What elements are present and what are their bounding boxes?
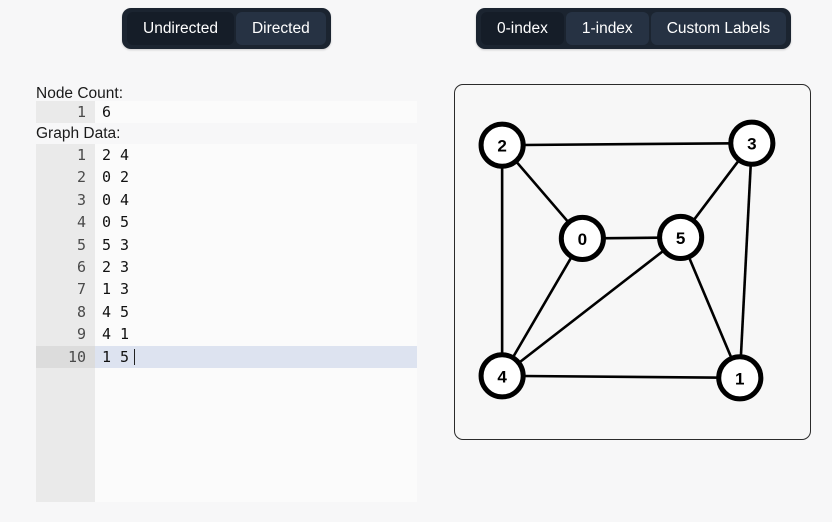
graph-node-label: 0 [578,230,587,249]
graph-node[interactable]: 1 [716,354,764,402]
graph-data-label: Graph Data: [36,125,121,142]
line-text: 2 4 [102,146,130,164]
line-text: 1 5 [102,347,130,366]
graph-nodes-layer: 0 1 2 3 4 5 [478,119,776,402]
editor-line[interactable]: 7 1 3 [36,278,417,301]
graph-node-label: 5 [676,229,685,248]
graph-node-label: 1 [735,369,744,388]
graph-edges-layer [500,141,754,380]
toggle-option-directed[interactable]: Directed [235,12,326,45]
graph-node[interactable]: 3 [728,119,776,167]
graph-node-label: 2 [497,137,506,156]
line-text: 0 2 [102,168,130,187]
line-number: 2 [36,166,95,189]
editor-line[interactable]: 4 0 5 [36,211,417,234]
graph-node-circle[interactable] [657,213,705,261]
line-text: 6 [102,103,112,121]
line-number: 8 [36,300,95,324]
line-text: 4 5 [102,302,130,321]
editor-line[interactable]: 9 4 1 [36,323,417,346]
node-count-label: Node Count: [36,85,124,102]
toggle-option-custom-labels[interactable]: Custom Labels [650,12,787,45]
line-number: 1 [36,144,95,167]
line-text: 1 3 [102,280,130,299]
node-count-editor[interactable]: 1 6 [36,101,417,124]
editor-line[interactable]: 6 2 3 [36,255,417,279]
editor-line[interactable]: 5 5 3 [36,233,417,256]
node-count-line[interactable]: 1 6 [36,101,417,124]
editor-line[interactable]: 1 2 4 [36,144,417,167]
graph-node-circle[interactable] [478,352,526,400]
line-number: 4 [36,211,95,234]
line-text: 0 4 [102,190,130,209]
graph-node-label: 3 [747,135,756,154]
line-number: 6 [36,255,95,279]
graph-visualization-panel[interactable]: 0 1 2 3 4 5 [454,84,811,440]
line-number: 1 [36,101,95,124]
graph-node[interactable]: 0 [558,214,606,262]
graph-edge [501,237,584,377]
graph-edge [501,236,682,377]
line-text: 4 1 [102,325,130,344]
editor-line-active[interactable]: 10 1 5 [36,345,417,368]
graph-edge [679,236,742,379]
line-number: 7 [36,278,95,301]
editor-line[interactable]: 3 0 4 [36,188,417,212]
toggle-option-undirected[interactable]: Undirected [127,12,234,45]
line-text: 2 3 [102,257,130,276]
line-number: 3 [36,188,95,212]
graph-edge [502,374,740,380]
graph-direction-toggle: Undirected Directed [122,8,331,49]
graph-data-editor[interactable]: 1 2 4 2 0 2 3 0 4 4 0 5 5 5 3 6 2 3 7 1 … [36,144,417,502]
graph-node[interactable]: 4 [478,352,526,400]
line-number: 5 [36,233,95,256]
line-number: 9 [36,323,95,346]
toggle-option-0-index[interactable]: 0-index [481,12,564,45]
text-caret [134,348,135,365]
graph-node[interactable]: 2 [478,121,526,169]
graph-node-circle[interactable] [478,121,526,169]
editor-line[interactable]: 2 0 2 [36,166,417,189]
graph-node-circle[interactable] [728,119,776,167]
graph-node-label: 4 [497,367,507,386]
line-text: 0 5 [102,213,130,232]
node-label-mode-toggle: 0-index 1-index Custom Labels [476,8,792,49]
line-text: 5 3 [102,235,130,254]
graph-edge [738,143,754,378]
line-number: 10 [36,345,95,368]
graph-edge [502,141,752,147]
graph-node-circle[interactable] [716,354,764,402]
graph-canvas[interactable]: 0 1 2 3 4 5 [455,85,810,439]
toggle-option-1-index[interactable]: 1-index [565,12,649,45]
graph-node-circle[interactable] [558,214,606,262]
graph-node[interactable]: 5 [657,213,705,261]
editor-line[interactable]: 8 4 5 [36,300,417,324]
